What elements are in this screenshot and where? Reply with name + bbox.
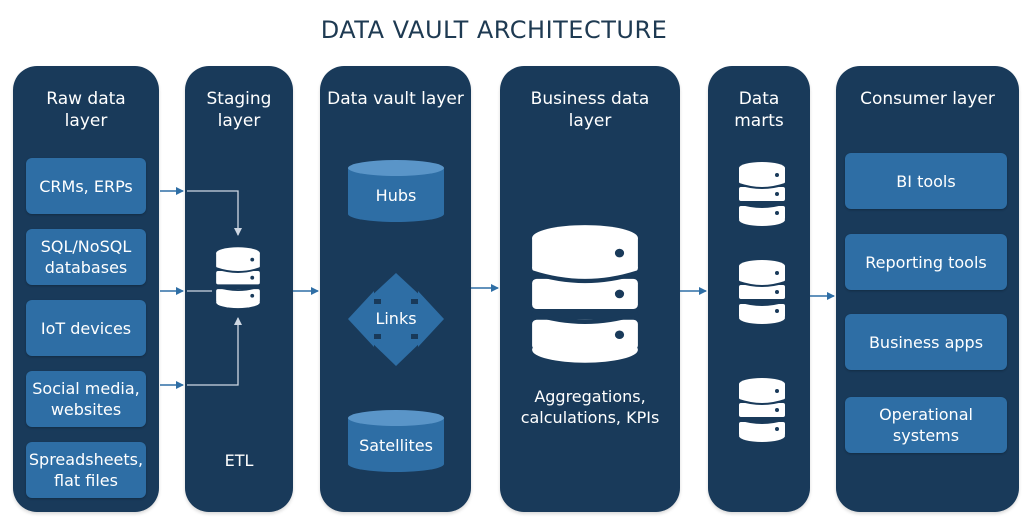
diagram-title: DATA VAULT ARCHITECTURE — [320, 16, 668, 44]
data-vault-layer-title: Data vault layer — [327, 89, 464, 109]
source-crm-erp: CRMs, ERPs — [26, 158, 146, 214]
consumer-bi-tools: BI tools — [845, 153, 1007, 209]
raw-data-layer-panel: Raw data layer CRMs, ERPs SQL/NoSQL data… — [13, 66, 159, 512]
data-vault-layer-panel: Data vault layer — [320, 66, 471, 512]
etl-label: ETL — [224, 451, 254, 470]
source-social-media: Social media, websites — [26, 371, 146, 427]
source-databases: SQL/NoSQL databases — [26, 229, 146, 285]
business-layer-caption: Aggregations, calculations, KPIs — [520, 387, 660, 427]
business-data-layer-title: Business data layer — [530, 89, 650, 131]
consumer-operational-systems: Operational systems — [845, 397, 1007, 453]
consumer-business-apps: Business apps — [845, 314, 1007, 370]
source-to-staging-arrows — [160, 187, 184, 389]
consumer-reporting-tools: Reporting tools — [845, 234, 1007, 290]
staging-layer-title: Staging layer — [206, 89, 272, 131]
raw-data-layer-title: Raw data layer — [46, 89, 126, 131]
source-iot-devices: IoT devices — [26, 300, 146, 356]
source-spreadsheets: Spreadsheets, flat files — [26, 442, 146, 498]
consumer-layer-title: Consumer layer — [860, 89, 995, 109]
data-marts-title: Data marts — [734, 89, 784, 131]
consumer-layer-panel: Consumer layer BI tools Reporting tools … — [836, 66, 1019, 512]
data-marts-panel: Data marts — [708, 66, 810, 512]
staging-layer-panel: Staging layer ETL — [185, 66, 293, 512]
business-data-layer-panel: Business data layer Aggregations, calcul… — [500, 66, 680, 512]
